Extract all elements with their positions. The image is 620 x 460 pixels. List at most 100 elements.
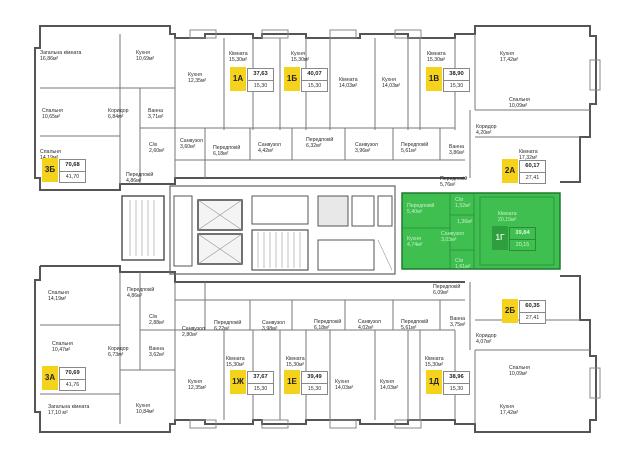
room-area: 5,40м² — [407, 209, 423, 216]
room-name: Кухня — [500, 51, 514, 57]
balconies — [189, 29, 601, 429]
room-area: 10,47м² — [52, 347, 71, 354]
room-name: Коридор — [108, 346, 129, 352]
room-name: Спальня — [509, 365, 530, 371]
room-name: Санвузол — [355, 142, 378, 148]
room-name: Коридор — [108, 108, 129, 114]
room-area: 15,30м² — [291, 57, 310, 64]
room-area: 14,03м² — [335, 385, 354, 392]
room-name: Кухня — [188, 72, 202, 78]
room-name: Кімната — [229, 51, 248, 57]
central-core — [121, 185, 396, 275]
room-label: 1,36м² — [457, 219, 472, 225]
apartment-living-area: 15,30 — [443, 383, 470, 395]
room-name: Загальна кімната — [48, 404, 90, 410]
room-name: Кухня — [407, 236, 421, 242]
apartment-code: 1В — [426, 67, 442, 91]
room-name: Кухня — [500, 404, 514, 410]
apartment-code: 1Д — [426, 370, 442, 394]
room-name: Спальня — [42, 108, 63, 114]
room-name: Ванна — [450, 316, 465, 322]
room-name: Санвузол — [262, 320, 285, 326]
room-area: 4,86м² — [126, 178, 142, 185]
room-area: 10,84м² — [136, 409, 155, 416]
room-name: Передпокій — [214, 320, 242, 326]
room-name: Загальна кімната — [40, 50, 82, 56]
apartment-living-area: 15,30 — [301, 383, 328, 395]
room-area: 10,09м² — [509, 103, 528, 110]
room-area: 17,32м² — [519, 155, 538, 162]
room-area: 5,61м² — [401, 325, 417, 332]
room-area: 15,30м² — [425, 362, 444, 369]
apartment-living-area: 41,70 — [59, 171, 86, 183]
room-area: 16,86м² — [40, 56, 59, 63]
room-name: Кімната — [286, 356, 305, 362]
room-name: Санвузол — [258, 142, 281, 148]
room-name: Передпокій — [213, 145, 241, 151]
room-name: С/в — [455, 258, 463, 264]
room-name: Кімната — [519, 149, 538, 155]
room-name: С/в — [455, 197, 463, 203]
room-name: Кімната — [425, 356, 444, 362]
apartment-code: 1А — [230, 67, 246, 91]
apartment-code: 1Е — [284, 370, 300, 394]
highlighted-apartment[interactable] — [401, 192, 561, 270]
room-area: 5,76м² — [440, 182, 456, 189]
room-name: Кухня — [136, 50, 150, 56]
room-name: Передпокій — [407, 203, 435, 209]
room-name: Спальня — [52, 341, 73, 347]
room-area: 12,35м² — [188, 78, 207, 85]
room-area: 6,18м² — [213, 151, 229, 158]
room-name: Санвузол — [441, 231, 464, 237]
room-area: 10,09м² — [509, 371, 528, 378]
room-name: Кухня — [380, 379, 394, 385]
apartment-code: 1Ж — [230, 370, 246, 394]
room-area: 15,30м² — [286, 362, 305, 369]
room-name: Коридор — [476, 333, 497, 339]
room-name: Кухня — [188, 379, 202, 385]
room-name: С/в — [149, 142, 157, 148]
room-area: 4,86м² — [127, 293, 143, 300]
room-name: Кухня — [335, 379, 349, 385]
apartment-living-area: 41,76 — [59, 379, 86, 391]
apartment-code: 2Б — [502, 299, 518, 323]
room-name: Передпокій — [401, 319, 429, 325]
room-area: 14,03м² — [382, 83, 401, 90]
